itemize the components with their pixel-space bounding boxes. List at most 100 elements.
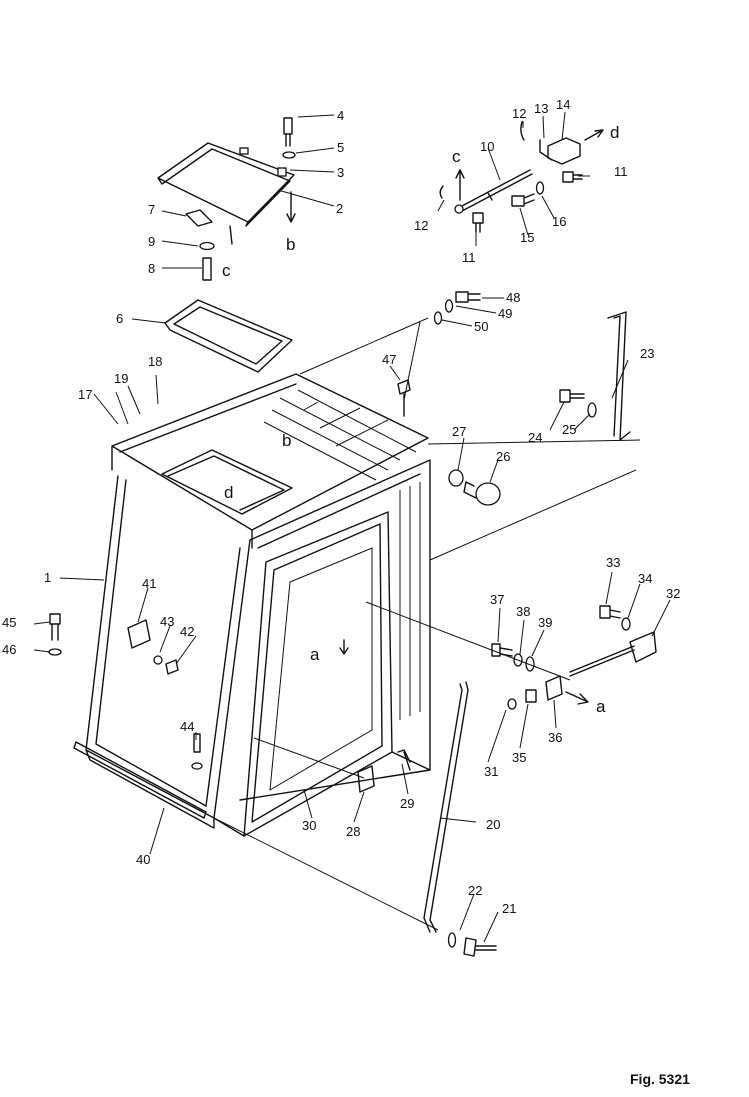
washer-part-39: [525, 656, 535, 672]
part-label-41: 41: [142, 576, 156, 591]
part-label-15: 15: [520, 230, 534, 245]
washer-part-22: [447, 932, 457, 948]
part-label-14: 14: [556, 97, 570, 112]
gas-spring-assembly: [439, 121, 604, 233]
arrow-c-spring: [455, 169, 465, 201]
ref-mark-b-roof: b: [282, 431, 291, 450]
gas-spring-part-10: [459, 169, 533, 212]
part-label-12b: 12: [414, 218, 428, 233]
cab-rear-panel: [399, 482, 421, 720]
washer-part-16: [535, 181, 545, 195]
bolt-part-44: [193, 733, 201, 753]
ref-mark-d-roof: d: [224, 483, 233, 502]
hatch-stay-part-7: [185, 209, 213, 227]
part-label-11b: 11: [462, 250, 476, 265]
part-label-13: 13: [534, 101, 548, 116]
part-label-32: 32: [666, 586, 680, 601]
part-label-33: 33: [606, 555, 620, 570]
part-label-2: 2: [336, 201, 343, 216]
clip-part-12-right: [520, 121, 525, 141]
part-label-49: 49: [498, 306, 512, 321]
door-window-panes: [269, 547, 373, 791]
stay-part-23: [607, 311, 631, 441]
part-number-labels: 1 2 3 4 5 6 7 8 9 10 11 11 12 12 13 14 1…: [2, 97, 680, 916]
washer-part-50: [433, 311, 443, 325]
bolt-part-33: [599, 605, 621, 619]
part-label-20: 20: [486, 817, 500, 832]
part-label-26: 26: [496, 449, 510, 464]
part-label-18: 18: [148, 354, 162, 369]
bolt-part-42: [165, 659, 179, 675]
part-label-42: 42: [180, 624, 194, 639]
part-label-1: 1: [44, 570, 51, 585]
arrow-a-cab: [339, 639, 349, 655]
bolt-part-48: [455, 291, 481, 303]
part-label-30: 30: [302, 818, 316, 833]
cap-part-31: [507, 698, 517, 710]
arrow-b-hatch: [286, 191, 296, 223]
part-label-17: 17: [78, 387, 92, 402]
part-label-9: 9: [148, 234, 155, 249]
roof-ribs: [263, 389, 417, 481]
cab-body: [48, 373, 431, 837]
cab-base: [213, 751, 431, 837]
washer-part-5: [282, 151, 296, 159]
seal-part-6: [164, 299, 293, 373]
part-label-46: 46: [2, 642, 16, 657]
cab-left-frame: [85, 475, 251, 829]
part-label-24: 24: [528, 430, 542, 445]
part-label-29: 29: [400, 796, 414, 811]
part-label-27: 27: [452, 424, 466, 439]
ref-mark-b-hatch: b: [286, 235, 295, 254]
hatch-latch: [239, 147, 249, 155]
washer-part-49: [444, 299, 454, 313]
bolt-part-21: [463, 937, 497, 957]
part-label-40: 40: [136, 852, 150, 867]
ref-mark-c-hatch: c: [222, 261, 231, 280]
part-label-6: 6: [116, 311, 123, 326]
bolt-part-11-upper: [562, 171, 583, 183]
part-label-8: 8: [148, 261, 155, 276]
ref-mark-d-spring: d: [610, 123, 619, 142]
part-label-48: 48: [506, 290, 520, 305]
clip-part-12-left: [439, 185, 444, 199]
washer-part-46: [48, 648, 62, 656]
spring-end-c: [454, 204, 464, 214]
projection-lines: [213, 317, 641, 931]
bolt-part-15: [511, 193, 535, 207]
screw-part-29: [397, 749, 411, 771]
bolt-part-11-lower: [472, 212, 484, 233]
pin-part-13: [539, 139, 553, 161]
projection-line-roof-left: [299, 317, 429, 375]
right-side-parts: [357, 291, 657, 957]
bolt-part-24: [559, 389, 585, 403]
cab-roof: [111, 373, 429, 549]
handle-part-41: [127, 619, 151, 649]
part-label-44: 44: [180, 719, 194, 734]
bracket-leader-47: [403, 321, 421, 401]
part-label-22: 22: [468, 883, 482, 898]
part-label-28: 28: [346, 824, 360, 839]
latch-part-28: [357, 765, 375, 793]
washer-part-25: [587, 402, 597, 418]
projection-line-mid: [365, 601, 571, 681]
part-label-36: 36: [548, 730, 562, 745]
reference-marks: a a b b c c d d: [222, 123, 619, 716]
plate-part-36: [545, 675, 563, 701]
projection-line-front: [429, 469, 637, 561]
projection-line-lower: [213, 817, 439, 931]
bolt-part-45: [49, 613, 61, 641]
part-label-7: 7: [148, 202, 155, 217]
hatch-hinge: [277, 167, 287, 177]
leader-lines: [33, 111, 671, 943]
washer-part-9: [199, 241, 215, 251]
part-label-23: 23: [640, 346, 654, 361]
nut-part-43: [153, 655, 163, 665]
knob-stem-26: [463, 481, 477, 499]
part-label-10: 10: [480, 139, 494, 154]
ref-mark-c-spring: c: [452, 147, 461, 166]
roof-hatch-opening: [161, 449, 293, 515]
roof-hatch-assembly: [157, 117, 296, 373]
hatch-cover-part-2: [157, 142, 295, 227]
